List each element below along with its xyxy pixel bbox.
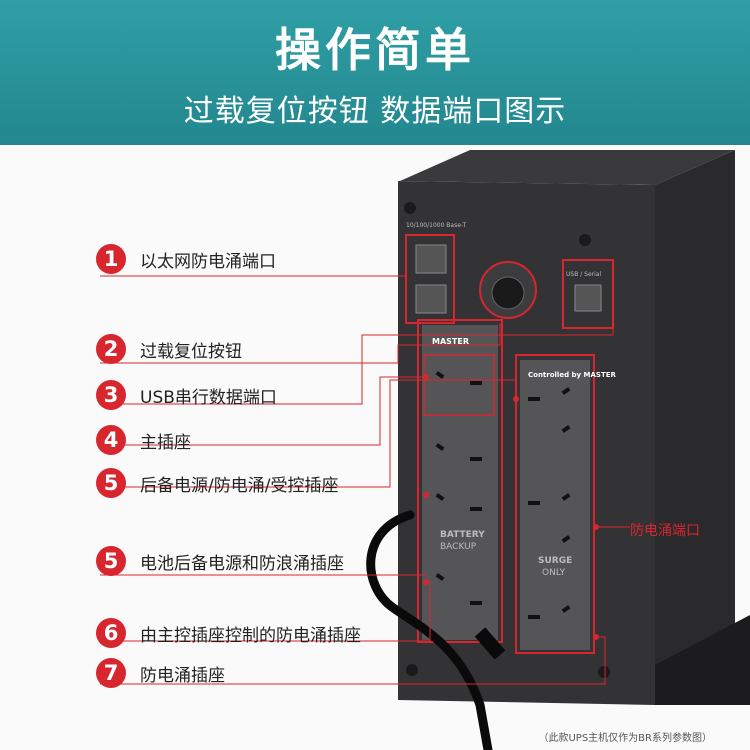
screw-icon bbox=[579, 234, 591, 246]
screw-icon bbox=[598, 666, 610, 678]
ethernet-port-2 bbox=[415, 284, 447, 314]
legend-text: USB串行数据端口 bbox=[140, 387, 277, 408]
screw-icon bbox=[404, 202, 416, 214]
callout-lines bbox=[100, 275, 630, 685]
usb-port bbox=[574, 284, 602, 312]
legend-text: 电池后备电源和防浪涌插座 bbox=[140, 553, 344, 574]
legend-item-1: 1 以太网防电涌端口 bbox=[96, 241, 276, 277]
ups-base bbox=[655, 615, 750, 705]
product-illustration: 10/100/1000 Base-T USB / Serial MASTER B… bbox=[0, 145, 750, 750]
number-badge: 5 bbox=[96, 546, 126, 576]
backup-label: BACKUP bbox=[440, 542, 477, 552]
legend-item-3: 3 USB串行数据端口 bbox=[96, 377, 277, 413]
power-cord bbox=[366, 510, 493, 750]
usb-port-frame bbox=[562, 259, 614, 329]
ups-side-panel bbox=[655, 150, 735, 705]
master-outlet-frame bbox=[423, 354, 495, 416]
battery-outlet-panel bbox=[422, 325, 498, 640]
number-badge: 2 bbox=[96, 334, 126, 364]
surge-port-callout: 防电涌端口 bbox=[630, 523, 700, 539]
number-badge: 7 bbox=[96, 658, 126, 688]
reset-button-icon bbox=[491, 276, 525, 310]
number-badge: 4 bbox=[96, 425, 126, 455]
legend-text: 过载复位按钮 bbox=[140, 341, 242, 362]
battery-outlet-frame bbox=[417, 319, 503, 643]
surge-outlets bbox=[528, 387, 571, 619]
legend-text: 由主控插座控制的防电涌插座 bbox=[140, 625, 361, 646]
surge-label: SURGE bbox=[538, 556, 572, 566]
usb-label: USB / Serial bbox=[566, 271, 601, 278]
ethernet-port-1 bbox=[415, 244, 447, 274]
screw-icon bbox=[406, 664, 418, 676]
legend-text: 后备电源/防电涌/受控插座 bbox=[140, 475, 339, 496]
only-label: ONLY bbox=[542, 568, 566, 578]
battery-outlets bbox=[435, 371, 482, 605]
legend-item-5b: 5 电池后备电源和防浪涌插座 bbox=[96, 543, 344, 579]
legend-text: 以太网防电涌端口 bbox=[140, 251, 276, 272]
legend-text: 主插座 bbox=[140, 432, 191, 453]
controlled-label: Controlled by MASTER bbox=[528, 371, 617, 379]
ups-device-image: 10/100/1000 Base-T USB / Serial MASTER B… bbox=[100, 150, 750, 750]
page-title: 操作简单 bbox=[275, 23, 475, 77]
surge-outlet-frame bbox=[515, 354, 595, 654]
number-badge: 3 bbox=[96, 380, 126, 410]
ups-top-panel bbox=[400, 150, 735, 185]
legend-item-5a: 5 后备电源/防电涌/受控插座 bbox=[96, 465, 338, 501]
number-badge: 5 bbox=[96, 468, 126, 498]
number-badge: 6 bbox=[96, 618, 126, 648]
header-banner: 操作简单 过载复位按钮 数据端口图示 bbox=[0, 0, 750, 145]
number-badge: 1 bbox=[96, 244, 126, 274]
page-subtitle: 过载复位按钮 数据端口图示 bbox=[183, 94, 567, 129]
legend-text: 防电涌插座 bbox=[140, 665, 225, 686]
legend-item-2: 2 过载复位按钮 bbox=[96, 331, 242, 367]
legend-item-6: 6 由主控插座控制的防电涌插座 bbox=[96, 615, 361, 651]
battery-label: BATTERY bbox=[440, 530, 485, 540]
ethernet-label: 10/100/1000 Base-T bbox=[406, 222, 467, 229]
master-label: MASTER bbox=[432, 337, 469, 346]
marker-dots bbox=[423, 374, 599, 640]
ethernet-ports-frame bbox=[405, 234, 455, 324]
legend-item-4: 4 主插座 bbox=[96, 422, 191, 458]
legend-item-7: 7 防电涌插座 bbox=[96, 655, 225, 691]
footnote: （此款UPS主机仅作为BR系列参数图） bbox=[538, 733, 712, 744]
